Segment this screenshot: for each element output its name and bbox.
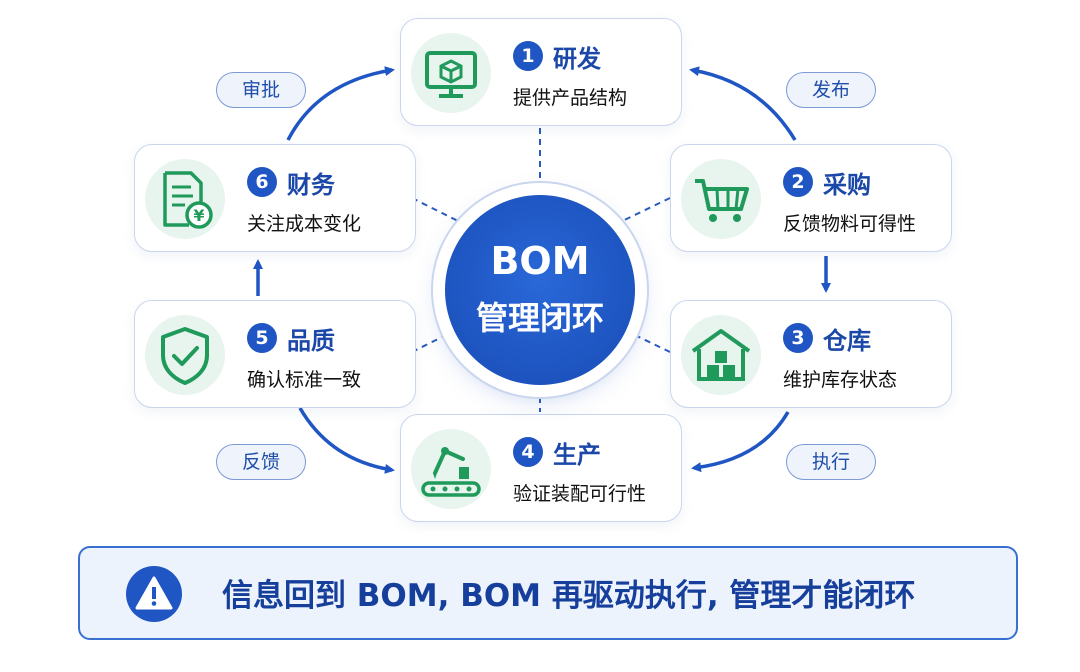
warehouse-icon <box>681 315 761 395</box>
stage-description: 验证装配可行性 <box>513 483 647 505</box>
arrow-feedback <box>298 407 395 474</box>
stage-title: 采购 <box>823 171 871 199</box>
stage-description: 反馈物料可得性 <box>783 213 917 235</box>
stage-number: 5 <box>247 323 277 353</box>
stage-number: 3 <box>783 323 813 353</box>
stage-card-production[interactable]: 4 生产 验证装配可行性 <box>400 414 682 522</box>
stage-title: 品质 <box>287 327 335 355</box>
stage-number: 2 <box>783 167 813 197</box>
shield-check-icon <box>145 315 225 395</box>
spoke-2 <box>611 197 671 227</box>
robot-arm-conveyor-icon <box>411 429 491 509</box>
document-yen-icon: ¥ <box>145 159 225 239</box>
stage-number: 6 <box>247 167 277 197</box>
flow-label-execute: 执行 <box>786 444 876 480</box>
summary-banner: 信息回到 BOM, BOM 再驱动执行, 管理才能闭环 <box>78 546 1018 640</box>
arrow-execute <box>691 411 790 473</box>
flow-label-feedback: 反馈 <box>216 444 306 480</box>
stage-card-rd[interactable]: 1 研发 提供产品结构 <box>400 18 682 126</box>
stage-number: 1 <box>513 41 543 71</box>
stage-description: 关注成本变化 <box>247 213 362 235</box>
stage-card-finance[interactable]: ¥ 6 财务 关注成本变化 <box>134 144 416 252</box>
warning-icon <box>126 566 182 622</box>
center-title: BOM <box>490 239 590 283</box>
shopping-cart-icon <box>681 159 761 239</box>
stage-description: 确认标准一致 <box>247 369 362 391</box>
stage-number: 4 <box>513 437 543 467</box>
arrow-release <box>689 66 797 141</box>
center-subtitle: 管理闭环 <box>475 299 604 337</box>
stage-title: 财务 <box>287 171 335 199</box>
spoke-6 <box>411 197 469 227</box>
arrow-approve <box>286 66 395 141</box>
flow-label-release: 发布 <box>786 72 876 108</box>
bom-center-hub: BOM 管理闭环 <box>445 195 635 385</box>
stage-title: 生产 <box>553 441 601 469</box>
stage-title: 研发 <box>553 45 601 73</box>
stage-card-purchasing[interactable]: 2 采购 反馈物料可得性 <box>670 144 952 252</box>
stage-card-warehouse[interactable]: 3 仓库 维护库存状态 <box>670 300 952 408</box>
stage-description: 提供产品结构 <box>513 87 628 109</box>
stage-title: 仓库 <box>823 327 871 355</box>
banner-text: 信息回到 BOM, BOM 再驱动执行, 管理才能闭环 <box>222 578 916 614</box>
svg-text:¥: ¥ <box>193 206 204 225</box>
stage-description: 维护库存状态 <box>783 369 898 391</box>
monitor-cube-icon <box>411 33 491 113</box>
flow-label-approve: 审批 <box>216 72 306 108</box>
stage-card-quality[interactable]: 5 品质 确认标准一致 <box>134 300 416 408</box>
